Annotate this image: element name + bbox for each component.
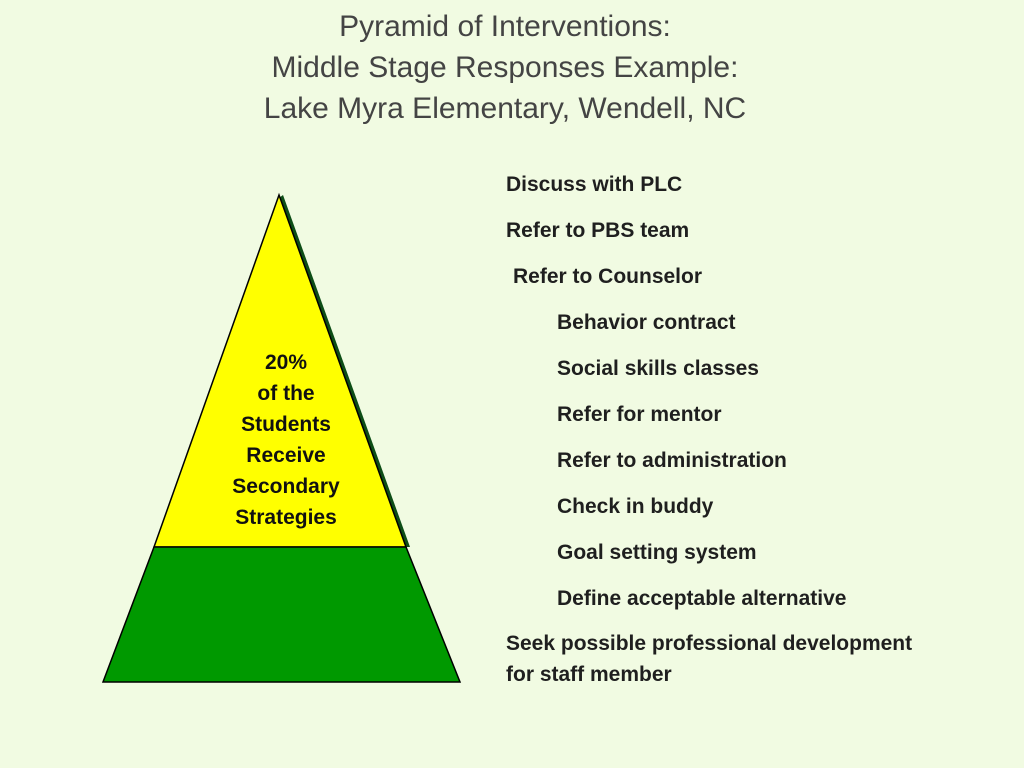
action-item: Refer for mentor	[557, 403, 722, 426]
action-item: Behavior contract	[557, 311, 736, 334]
final-action-text: Seek possible professional development f…	[506, 632, 913, 686]
action-item: Discuss with PLC	[506, 173, 683, 196]
title-line-3: Lake Myra Elementary, Wendell, NC	[263, 92, 747, 125]
action-item: Define acceptable alternative	[557, 587, 847, 610]
pyramid-shadow	[279, 195, 410, 547]
action-item: Refer to Counselor	[513, 265, 703, 288]
pyramid-bottom-tier	[101, 546, 462, 683]
intervention-pyramid	[95, 190, 470, 690]
pyramid-graphic	[101, 192, 462, 683]
title-line-2: Middle Stage Responses Example:	[271, 51, 739, 84]
action-item: Check in buddy	[557, 495, 714, 518]
pyramid-label-line: Students	[241, 413, 331, 436]
title-line-1: Pyramid of Interventions:	[339, 10, 671, 43]
pyramid-label-line: Strategies	[235, 506, 337, 529]
action-item: Refer to administration	[557, 449, 787, 472]
slide-title: Pyramid of Interventions: Middle Stage R…	[0, 6, 1010, 129]
pyramid-label-line: 20%	[264, 351, 308, 374]
action-item: Social skills classes	[557, 357, 759, 380]
action-item: Goal setting system	[557, 541, 757, 564]
action-item: Refer to PBS team	[506, 219, 690, 242]
pyramid-label: 20% of the Students Receive Secondary St…	[200, 347, 372, 533]
pyramid-label-line: Secondary	[232, 475, 340, 498]
pyramid-label-line: of the	[257, 382, 315, 405]
intervention-action-list: Discuss with PLC Refer to PBS team Refer…	[506, 170, 1011, 630]
pyramid-label-line: Receive	[246, 444, 326, 467]
